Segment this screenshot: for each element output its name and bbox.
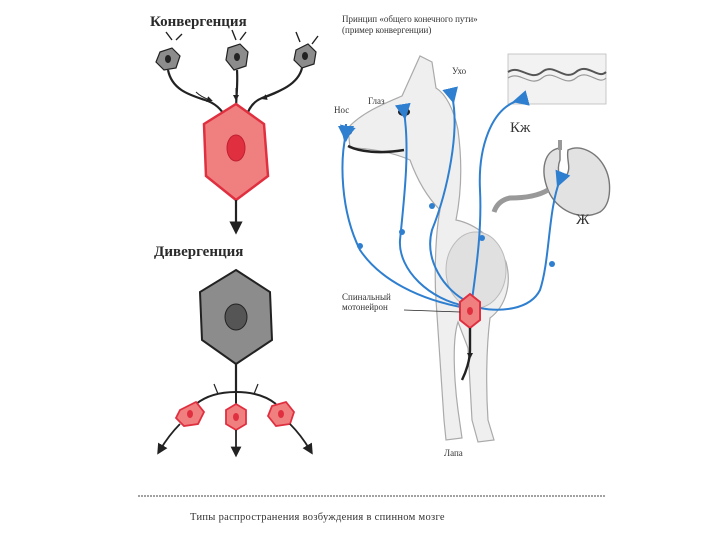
divergence-target-neuron-right — [266, 400, 296, 427]
ear-pathway — [429, 86, 469, 303]
skin-label: Кж — [510, 120, 531, 136]
ear-label: Ухо — [452, 66, 467, 76]
stomach-illustration — [491, 140, 611, 217]
divergence-diagram — [157, 268, 313, 458]
stomach-label: Ж — [576, 212, 590, 228]
skin-pathway — [471, 90, 530, 301]
figure-caption: Типы распространения возбуждения в спинн… — [190, 512, 445, 523]
eye-pathway — [394, 102, 467, 307]
motoneuron-label-line1: Спинальный — [342, 292, 391, 302]
divergence-target-neuron-middle — [225, 402, 247, 432]
convergence-input-neuron-middle — [225, 43, 249, 71]
common-path-title-line1: Принцип «общего конечного пути» — [342, 14, 478, 24]
nose-pathway — [339, 124, 467, 309]
divergence-target-neuron-left — [174, 400, 206, 427]
divergence-source-neuron — [198, 268, 274, 366]
convergence-diagram — [155, 29, 319, 235]
convergence-input-neuron-left — [155, 47, 181, 71]
pathway-nodes — [357, 203, 555, 267]
paw-label: Лапа — [444, 448, 463, 458]
divergence-heading: Дивергенция — [154, 244, 244, 260]
skin-patch-illustration — [507, 53, 607, 105]
common-path-title-line2: (пример конвергенции) — [342, 25, 432, 35]
common-path-diagram — [338, 53, 611, 443]
convergence-heading: Конвергенция — [150, 14, 247, 30]
afferent-pathways — [338, 86, 571, 311]
dog-illustration — [344, 55, 509, 443]
nose-label: Нос — [334, 105, 350, 115]
motoneuron-label-line2: мотонейрон — [342, 302, 388, 312]
convergence-target-neuron — [202, 102, 270, 202]
eye-label: Глаз — [368, 96, 385, 106]
convergence-input-neuron-right — [293, 43, 317, 69]
spinal-motoneuron — [459, 292, 481, 330]
stomach-pathway — [479, 169, 571, 311]
